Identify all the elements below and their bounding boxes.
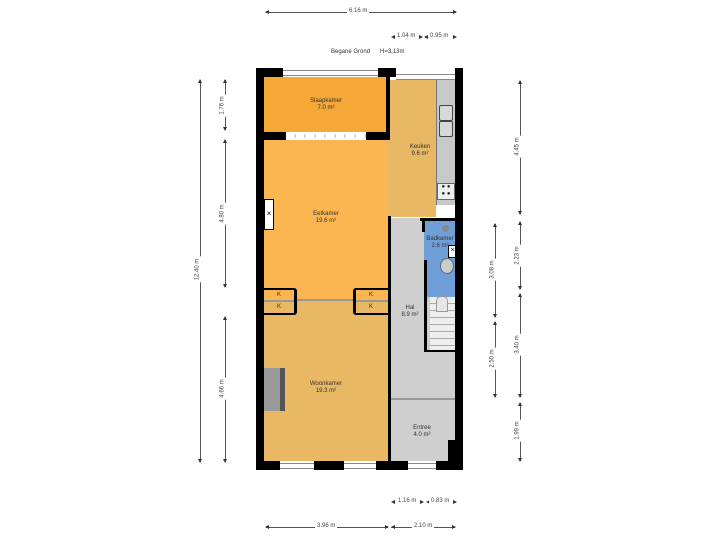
wall-bottom	[376, 461, 408, 470]
wall-interior	[388, 216, 391, 461]
opening	[286, 134, 366, 138]
partition	[391, 398, 455, 400]
wall-interior	[386, 77, 390, 140]
floor-height: H=3,13m	[380, 49, 405, 55]
dimension-label: 0.95 m	[428, 33, 451, 40]
wall-left	[256, 68, 264, 470]
wall-top	[378, 68, 396, 77]
dimension-label: 2.10 m	[412, 523, 435, 530]
wall-interior	[422, 218, 425, 232]
sink-icon	[439, 121, 453, 137]
closet-wall	[355, 288, 388, 290]
wall-interior	[424, 350, 455, 352]
room-name: Entree	[413, 425, 431, 431]
closet-wall	[264, 313, 294, 315]
room-name: Badkamer	[426, 236, 454, 242]
wall-interior	[420, 218, 455, 221]
window	[344, 463, 376, 469]
dimension-label: 1.99 m	[514, 419, 522, 442]
room-area: 8.9 m²	[401, 312, 419, 318]
floor-title: Begane Grond	[331, 49, 371, 55]
sink-icon	[439, 105, 453, 121]
room-area: 4.0 m²	[413, 432, 431, 438]
room-area: 19.6 m²	[315, 218, 337, 224]
closet-wall	[353, 288, 356, 315]
stove-icon: ● ●● ●	[437, 183, 455, 200]
dimension-label: 0.83 m	[429, 498, 452, 505]
window	[283, 70, 378, 76]
room-entree[interactable]	[390, 400, 455, 461]
dimension-label: 1.04 m	[395, 33, 418, 40]
dimension-label: 2.50 m	[489, 347, 497, 370]
room-area: 7.0 m²	[317, 105, 335, 111]
window	[396, 74, 455, 80]
closet-label: K	[277, 292, 282, 298]
dimension-label: 6.16 m	[347, 8, 370, 15]
closet-label: K	[369, 304, 374, 310]
room-label-slaapkamer: Slaapkamer 7.0 m²	[296, 98, 356, 112]
toilet-icon	[436, 296, 448, 312]
room-slaapkamer[interactable]	[264, 77, 388, 132]
dimension-label: 3.96 m	[315, 523, 338, 530]
dimension-label: 1.16 m	[396, 498, 419, 505]
room-keuken[interactable]	[388, 80, 436, 217]
wall-interior	[264, 132, 286, 140]
closet-label: K	[277, 304, 282, 310]
room-area: 9.6 m²	[411, 151, 429, 157]
wall-interior	[424, 260, 427, 352]
window	[408, 463, 436, 469]
dimension-label: 4.66 m	[219, 377, 227, 400]
dimension-label: 12.40 m	[194, 256, 202, 283]
dimension-label: 2.23 m	[514, 244, 522, 267]
room-label-eetkamer: Eetkamer 19.6 m²	[296, 211, 356, 225]
wall-right	[455, 68, 463, 470]
room-eetkamer[interactable]	[264, 140, 388, 287]
room-name: Keuken	[409, 144, 431, 150]
room-label-hal: Hal 8.9 m²	[390, 305, 430, 319]
fireplace-icon	[264, 368, 285, 411]
radiator-icon: ×	[264, 199, 274, 230]
closet-wall	[294, 288, 297, 315]
room-name: Slaapkamer	[309, 98, 342, 104]
room-area: 2.6 m²	[431, 243, 449, 249]
closet-divider	[356, 300, 388, 302]
room-name: Eetkamer	[313, 211, 339, 217]
window	[280, 463, 314, 469]
closet-divider	[264, 300, 294, 302]
wall-bottom	[436, 461, 463, 470]
dimension-label: 3.40 m	[514, 333, 522, 356]
room-label-keuken: Keuken 9.6 m²	[400, 144, 440, 158]
closet-wall	[264, 288, 294, 290]
dimension-label: 1.76 m	[219, 94, 227, 117]
room-label-woonkamer: Woonkamer 19.3 m²	[296, 381, 356, 395]
wall-interior	[448, 440, 455, 461]
wall-top	[256, 68, 283, 77]
wall-bottom	[256, 461, 280, 470]
closet-wall	[355, 313, 388, 315]
dimension-label: 4.45 m	[514, 135, 522, 158]
room-name: Woonkamer	[309, 381, 343, 387]
room-label-badkamer: Badkamer 2.6 m²	[420, 236, 460, 250]
wall-top	[455, 68, 463, 77]
closet-label: K	[369, 292, 374, 298]
dimension-label: 3.08 m	[489, 258, 497, 281]
wall-bottom	[314, 461, 344, 470]
shower-head-icon	[442, 225, 449, 232]
wall-interior	[366, 132, 388, 140]
room-area: 19.3 m²	[315, 388, 337, 394]
washbasin-icon	[440, 258, 454, 274]
closet-divider	[297, 299, 353, 301]
room-name: Hal	[405, 305, 415, 311]
room-label-entree: Entree 4.0 m²	[402, 425, 442, 439]
dimension-label: 4.80 m	[219, 202, 227, 225]
